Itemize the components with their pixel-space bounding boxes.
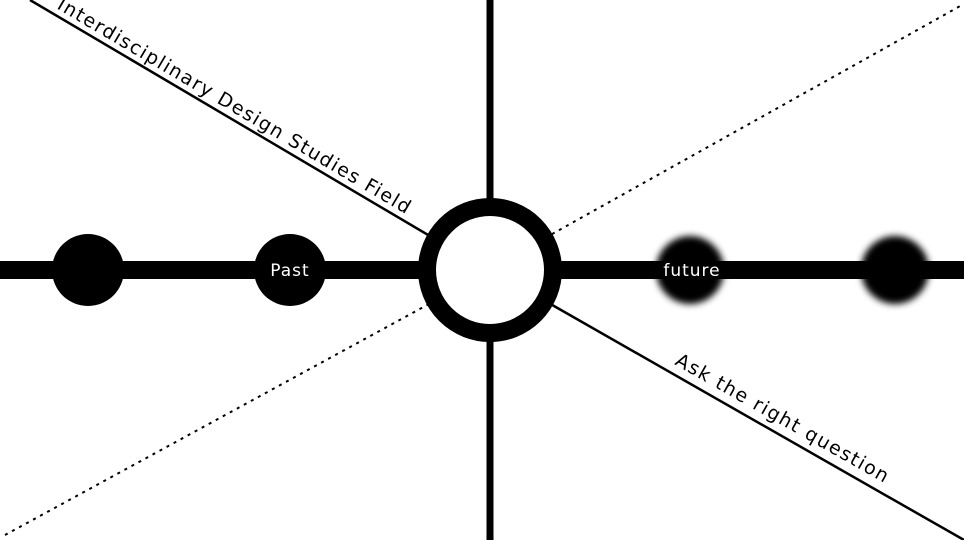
question-label: Ask the right question xyxy=(672,349,894,488)
dotted-line-bottom-left xyxy=(4,297,441,536)
diagonal-line-top-left xyxy=(29,0,441,244)
past-node-far xyxy=(52,234,124,306)
future-label: future xyxy=(663,261,720,281)
dotted-line-top-right xyxy=(544,4,963,239)
future-node-far xyxy=(861,236,929,304)
present-center-ring xyxy=(418,198,562,342)
future-node xyxy=(656,236,724,304)
field-label: Interdisciplinary Design Studies Field xyxy=(53,0,415,219)
past-node xyxy=(254,234,326,306)
diagonal-line-bottom-right xyxy=(539,296,964,540)
past-label: Past xyxy=(270,261,309,281)
